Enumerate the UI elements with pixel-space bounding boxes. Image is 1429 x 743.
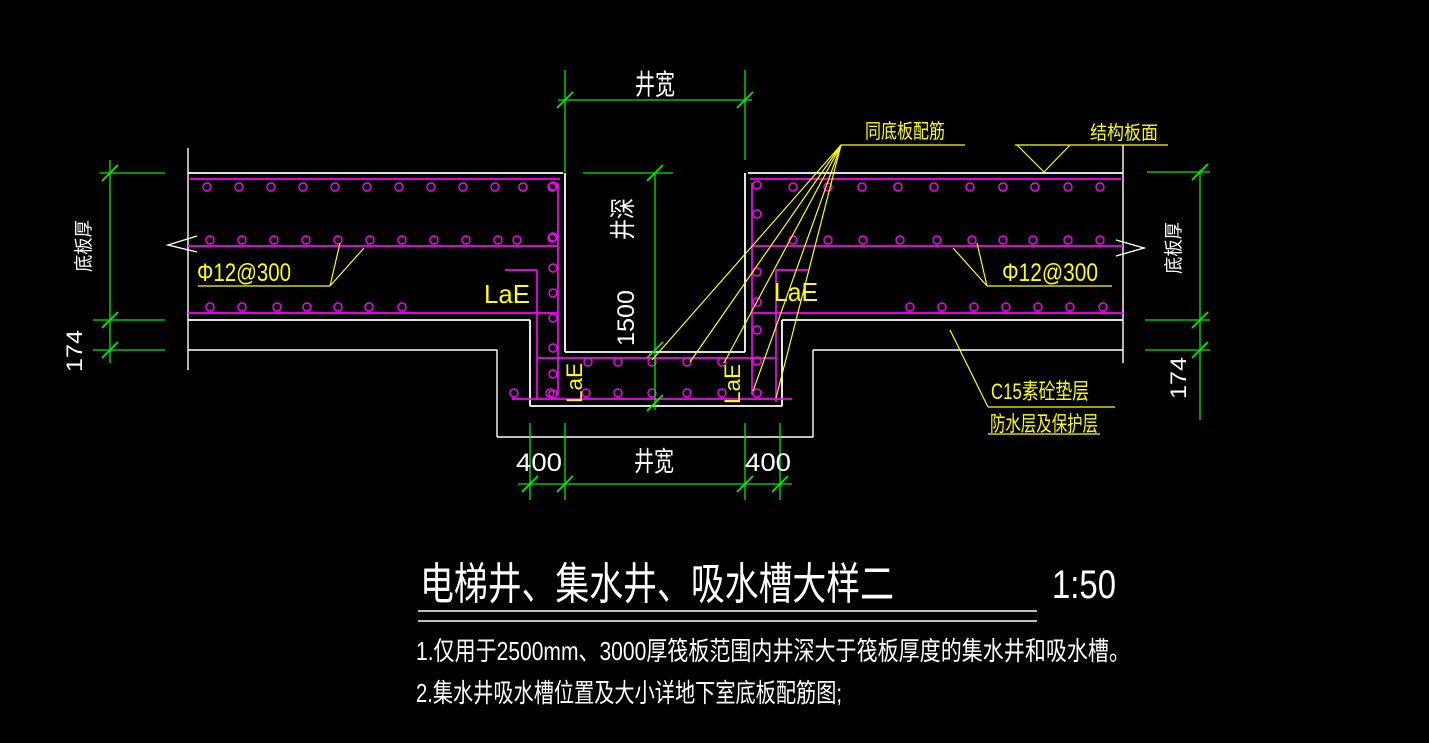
dim-400-left: 400 [516,449,562,477]
dim-400-right: 400 [745,449,791,477]
dim-well-depth: 井深 [608,198,638,240]
annotation-leaders [198,144,1168,435]
drawing-title: 电梯井、集水井、吸水槽大样二 [420,560,894,609]
label-structural-surface: 结构板面 [1090,122,1158,144]
dim-174-right: 174 [1166,357,1191,399]
break-mark-left [165,235,198,253]
structure-outline [165,145,1147,438]
dim-slab-thickness-right: 底板厚 [1163,222,1185,274]
label-lae-wall-left: LaE [562,363,587,403]
title-block: 电梯井、集水井、吸水槽大样二 1:50 1.仅用于2500mm、3000厚筏板范… [416,560,1130,708]
note-1: 1.仅用于2500mm、3000厚筏板范围内井深大于筏板厚度的集水井和吸水槽。 [416,636,1130,666]
dim-well-width-top: 井宽 [635,69,675,100]
label-waterproof-layer: 防水层及保护层 [990,413,1098,436]
dimension-texts: 井宽 井深 1500 底板厚 174 底板厚 174 400 井宽 400 [62,69,1191,477]
break-mark-right [1115,239,1147,257]
label-lae-wall-right: LaE [720,364,745,404]
annotation-texts: 同底板配筋 结构板面 Φ12@300 Φ12@300 LaE LaE LaE L… [197,120,1158,436]
dim-slab-thickness-left: 底板厚 [73,220,95,272]
dim-174-left: 174 [62,330,87,372]
label-same-as-slab-rebar: 同底板配筋 [865,120,945,143]
label-lae-slab-left: LaE [484,279,530,309]
label-lae-slab-right: LaE [774,277,818,307]
label-cushion-layer: C15素砼垫层 [991,379,1089,404]
note-2: 2.集水井吸水槽位置及大小详地下室底板配筋图; [416,678,842,708]
label-rebar-spec-right: Φ12@300 [1002,259,1098,287]
label-rebar-spec-left: Φ12@300 [197,259,291,287]
rebar-section-circles [202,180,1108,399]
drawing-scale: 1:50 [1052,563,1116,607]
dimension-lines [93,70,1210,500]
dim-depth-1500: 1500 [613,290,640,346]
dim-well-width-bottom: 井宽 [634,447,674,477]
